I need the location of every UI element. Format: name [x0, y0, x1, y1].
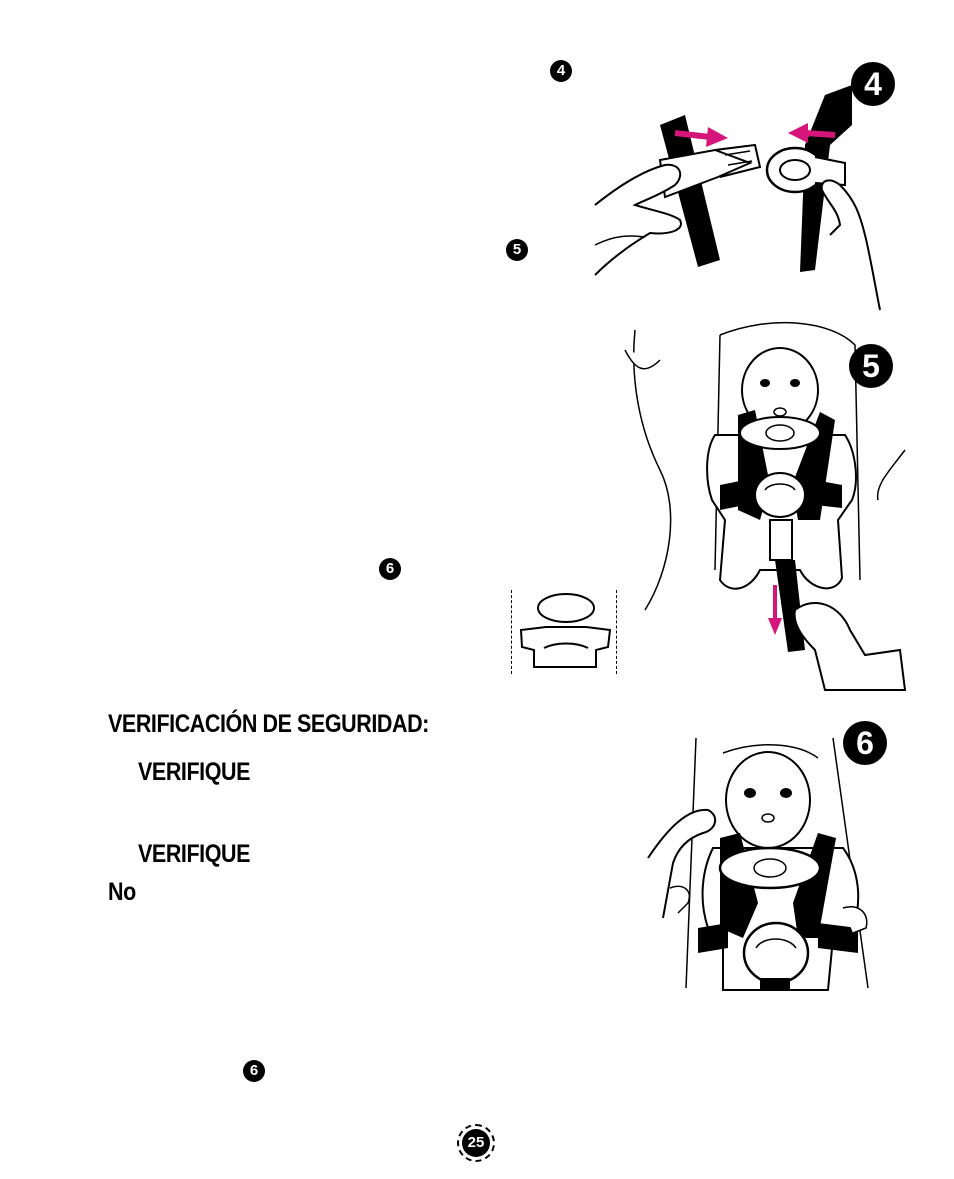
- no-label: No: [108, 878, 136, 906]
- figure-6-badge: 6: [843, 721, 887, 765]
- step-5-marker: 5: [506, 239, 528, 261]
- safety-check-heading: VERIFICACIÓN DE SEGURIDAD:: [108, 710, 429, 738]
- step-4-marker: 4: [550, 60, 572, 82]
- page-number: 25: [457, 1124, 495, 1162]
- infant-harness-pull-strap-illustration: [624, 321, 907, 691]
- infant-harness-check-illustration: [647, 737, 869, 991]
- step-6-marker-bottom: 6: [243, 1060, 265, 1082]
- page-number-text: 25: [462, 1129, 490, 1157]
- buckle-tongues-illustration: [594, 85, 881, 311]
- chest-clip-inset: [511, 590, 617, 674]
- figure-5-badge: 5: [849, 344, 893, 388]
- figure-4-badge: 4: [851, 62, 895, 106]
- chest-clip-icon: [519, 593, 612, 668]
- verify-label-2: VERIFIQUE: [138, 840, 251, 868]
- verify-label-1: VERIFIQUE: [138, 758, 251, 786]
- step-6-marker: 6: [379, 558, 401, 580]
